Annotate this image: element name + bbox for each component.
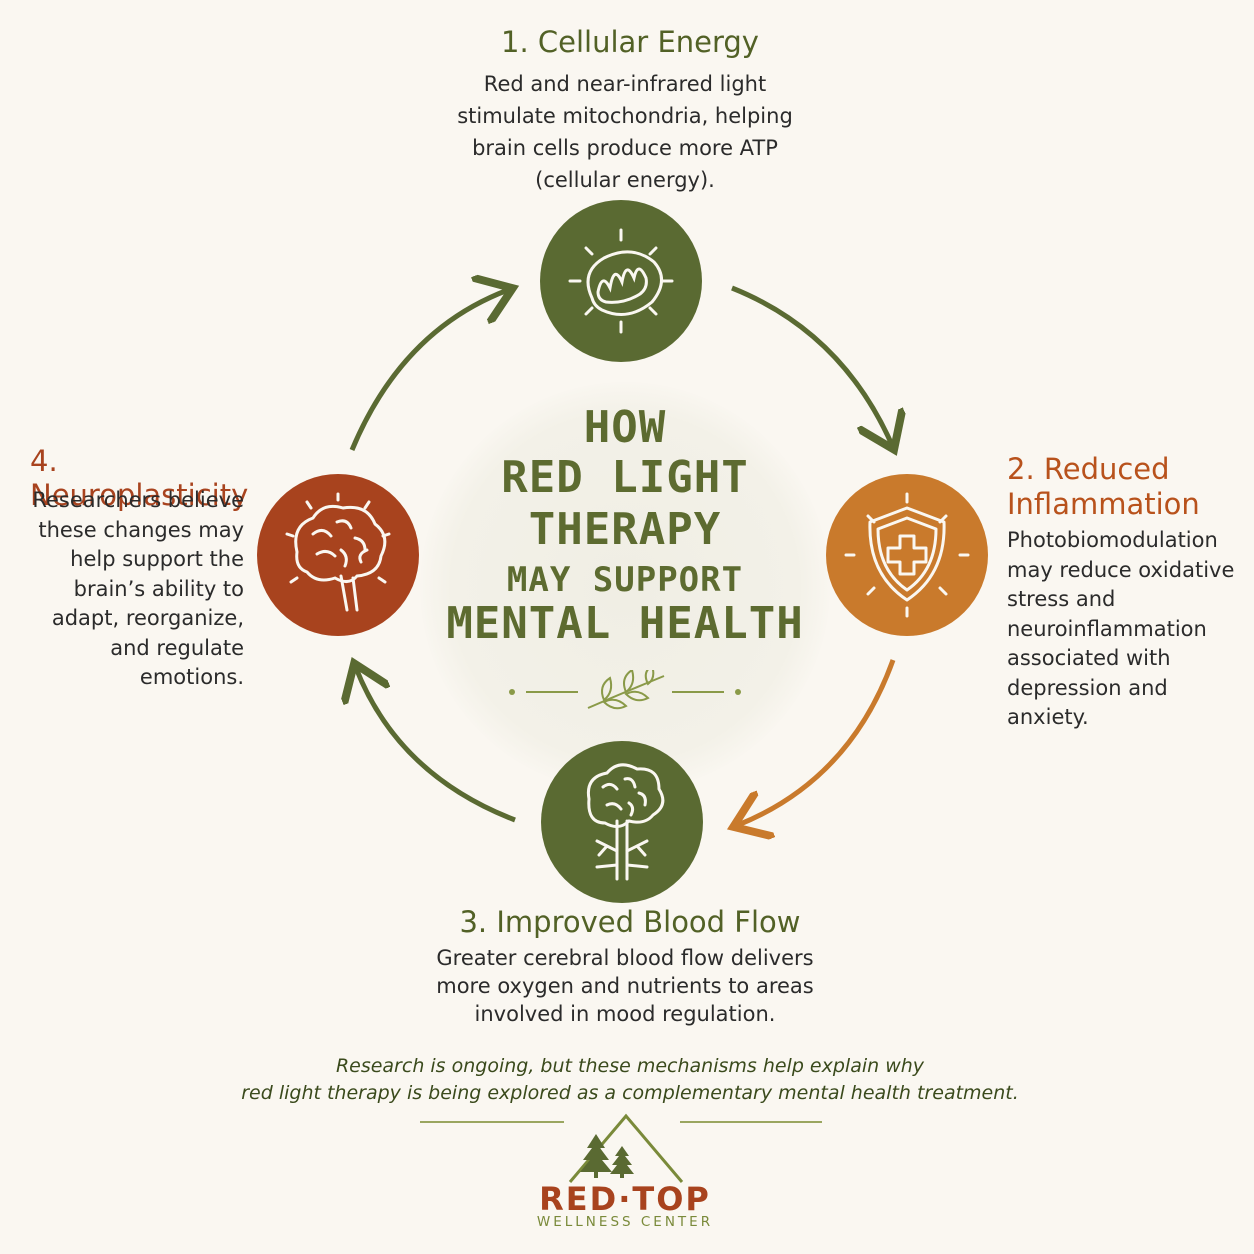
footnote-line: Research is ongoing, but these mechanism… <box>335 1055 925 1077</box>
step-2-line: neuroinflammation <box>1007 616 1207 641</box>
leaf-divider-icon <box>509 670 741 710</box>
step-2-line: stress and <box>1007 587 1116 611</box>
step-2-heading: 2. Reduced Inflammation <box>1007 452 1247 522</box>
step-1-circle <box>540 200 702 362</box>
shield-cross-icon <box>844 492 970 618</box>
step-4-description: Researchers believe these changes may he… <box>20 486 244 693</box>
title-line-1: HOW <box>583 402 667 453</box>
arrow-3-to-4 <box>356 668 516 823</box>
step-3-line: involved in mood regulation. <box>474 1002 776 1026</box>
step-1-description: Red and near-infrared light stimulate mi… <box>430 68 820 196</box>
step-4-line: and regulate <box>110 635 244 660</box>
step-1-line: brain cells produce more ATP <box>472 136 778 160</box>
step-4-line: these changes may <box>38 517 244 542</box>
title-line-4: MAY SUPPORT <box>506 560 744 600</box>
logo-mountain-icon <box>420 1113 822 1183</box>
mitochondria-icon <box>568 228 674 334</box>
step-4-line: help support the <box>70 547 244 571</box>
step-3-heading: 3. Improved Blood Flow <box>459 905 801 939</box>
step-1-line: Red and near-infrared light <box>483 72 767 96</box>
step-4-line: adapt, reorganize, <box>51 606 244 630</box>
step-4-circle <box>257 474 419 636</box>
step-2-heading-line: Inflammation <box>1007 487 1200 521</box>
step-1-line: (cellular energy). <box>535 168 715 192</box>
title-line-3: THERAPY <box>528 504 722 555</box>
step-3-line: more oxygen and nutrients to areas <box>436 974 814 998</box>
brain-vessels-icon <box>586 763 665 881</box>
step-4-line: brain’s ability to <box>73 576 244 601</box>
step-4-heading: 4. Neuroplasticity <box>30 444 249 512</box>
step-2-line: associated with <box>1007 646 1171 670</box>
step-2-line: anxiety. <box>1007 705 1089 729</box>
brain-icon <box>285 492 391 612</box>
title-line-5: MENTAL HEALTH <box>446 598 804 649</box>
arrow-4-to-1 <box>349 290 508 451</box>
step-3-description: Greater cerebral blood flow delivers mor… <box>400 944 850 1028</box>
step-1-heading: 1. Cellular Energy <box>501 25 759 59</box>
footnote: Research is ongoing, but these mechanism… <box>150 1053 1110 1107</box>
step-2-line: depression and <box>1007 675 1168 700</box>
step-2-line: may reduce oxidative <box>1007 557 1235 582</box>
brand-name: RED·TOP <box>539 1180 711 1218</box>
step-4-line: Researchers believe <box>32 488 244 512</box>
step-2-heading-line: 2. Reduced <box>1007 452 1170 486</box>
step-2-line: Photobiomodulation <box>1007 528 1218 552</box>
title-line-2: RED LIGHT <box>501 452 749 503</box>
step-3-circle <box>541 741 703 903</box>
arrow-2-to-3 <box>738 659 896 825</box>
step-3-line: Greater cerebral blood flow delivers <box>436 946 814 970</box>
center-disc <box>420 382 830 792</box>
step-2-circle <box>826 474 988 636</box>
step-4-line: emotions. <box>139 665 244 689</box>
step-1-line: stimulate mitochondria, helping <box>457 104 793 128</box>
footnote-line: red light therapy is being explored as a… <box>241 1082 1019 1104</box>
arrow-1-to-2 <box>731 285 892 445</box>
brand-subtitle: WELLNESS CENTER <box>536 1214 714 1230</box>
step-2-description: Photobiomodulation may reduce oxidative … <box>1007 526 1247 733</box>
